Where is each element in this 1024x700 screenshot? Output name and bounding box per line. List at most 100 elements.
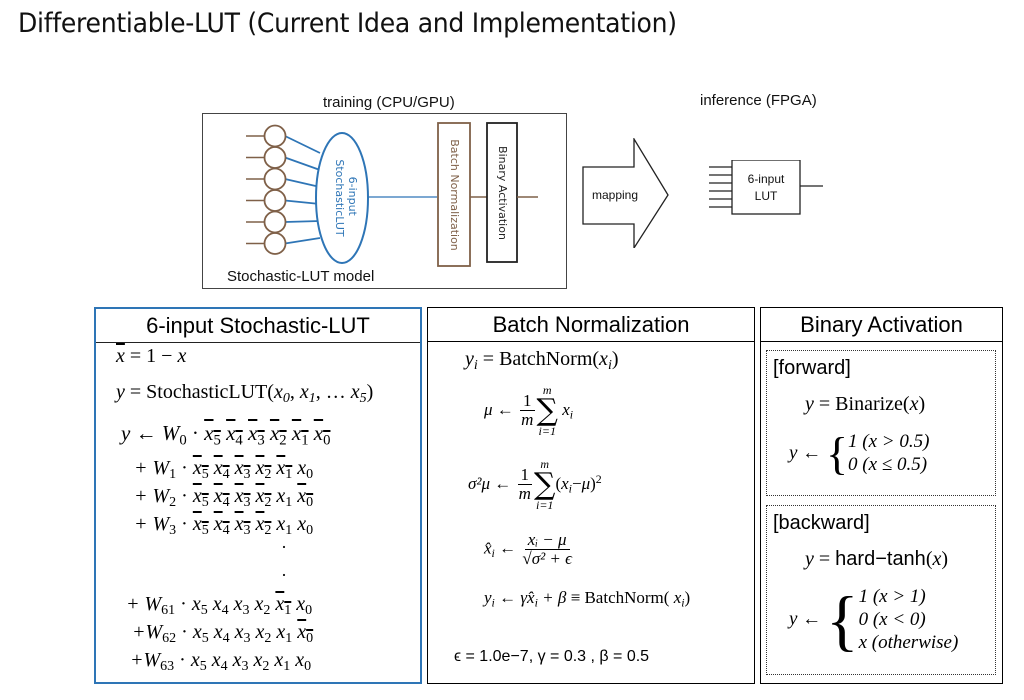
input-var: x1	[276, 621, 293, 647]
input-var: x2	[255, 621, 272, 647]
input-node	[263, 210, 287, 234]
lut-label-line2: LUT	[755, 189, 778, 203]
input-var-complement: x2	[255, 457, 272, 483]
weight-connection	[284, 199, 321, 205]
input-var: x1	[274, 649, 291, 675]
stochastic-lut-panel: 6-input Stochastic-LUT x = 1 − x y = Sto…	[94, 307, 422, 684]
ellipsis-dot-1: ·	[281, 537, 287, 557]
forward-section: [forward] y = Binarize(x) y ← {1 (x > 0.…	[766, 350, 996, 496]
input-var-complement: x4	[213, 513, 230, 539]
batchnorm-definition: yi = BatchNorm(xi)	[465, 348, 619, 374]
input-var-complement: x0	[297, 485, 314, 511]
input-var-complement: x5	[192, 457, 209, 483]
fpga-lut-diagram: 6-input LUT	[709, 160, 823, 215]
backward-label: [backward]	[773, 512, 870, 534]
input-var: x4	[211, 649, 228, 675]
weight-connection	[284, 156, 321, 171]
input-var: x1	[276, 485, 293, 511]
input-node	[263, 232, 287, 255]
binary-activation-label: Binary Activation	[496, 146, 509, 240]
input-node	[263, 167, 287, 191]
weight-connection	[284, 178, 321, 188]
lut-term-row: +W63 · x5 x4 x3 x2 x1 x0	[130, 649, 312, 675]
input-var: x0	[297, 513, 314, 539]
stochastic-lut-definition: y = StochasticLUT(x0, x1, … x5)	[116, 381, 374, 407]
input-node	[263, 189, 287, 212]
backward-case-2: 0 (x < 0)	[858, 608, 926, 630]
input-var-complement: x2	[269, 421, 287, 449]
stochastic-lut-ellipse	[315, 132, 369, 264]
binary-activation-block	[486, 122, 518, 263]
lut-term-row: + W61 · x5 x4 x3 x2 x1 x0	[126, 593, 313, 619]
scale-shift-equation: yi ← γx̂i + β ≡ BatchNorm( xi)	[484, 588, 691, 610]
weight-connection	[284, 237, 321, 245]
input-var-complement: x0	[313, 421, 331, 449]
forward-label: [forward]	[773, 357, 851, 379]
weight-connection	[284, 135, 321, 154]
input-var: x1	[276, 513, 293, 539]
binary-activation-panel-title: Binary Activation	[761, 308, 1002, 342]
binary-activation-panel: Binary Activation [forward] y = Binarize…	[760, 307, 1003, 684]
input-var-complement: x3	[234, 485, 251, 511]
input-var: x0	[297, 457, 314, 483]
input-var: x0	[295, 649, 312, 675]
input-node	[263, 146, 287, 169]
forward-case-1: 1 (x > 0.5)	[848, 431, 930, 453]
inference-label: inference (FPGA)	[700, 92, 817, 109]
input-node	[263, 124, 287, 148]
lut-term-row: +W62 · x5 x4 x3 x2 x1 x0	[132, 621, 314, 647]
input-var: x2	[254, 593, 271, 619]
batch-norm-panel: Batch Normalization yi = BatchNorm(xi) μ…	[427, 307, 755, 684]
input-var-complement: x1	[276, 457, 293, 483]
lut-term-row: + W1 · x5 x4 x3 x2 x1 x0	[134, 457, 314, 483]
forward-case-2: 0 (x ≤ 0.5)	[848, 454, 928, 475]
input-var-complement: x4	[213, 485, 230, 511]
input-var: x3	[233, 593, 250, 619]
input-var-complement: x2	[255, 513, 272, 539]
input-var: x5	[191, 593, 208, 619]
input-var-complement: x3	[234, 457, 251, 483]
model-label: Stochastic-LUT model	[227, 268, 375, 285]
backward-case-1: 1 (x > 1)	[858, 586, 926, 607]
input-var-complement: x5	[204, 421, 221, 449]
batch-norm-block	[437, 122, 471, 267]
input-var-complement: x1	[275, 593, 292, 619]
slide-title: Differentiable-LUT (Current Idea and Imp…	[18, 8, 677, 39]
training-network-diagram: 6-input StochasticLUT Batch Normalizatio…	[246, 122, 538, 267]
backward-section: [backward] y = hard−tanh(x) y ← {1 (x > …	[766, 505, 996, 675]
input-var-complement: x5	[192, 513, 209, 539]
input-var: x3	[232, 649, 249, 675]
batch-norm-panel-title: Batch Normalization	[428, 308, 754, 342]
backward-cases: y ← {1 (x > 1)0 (x < 0)x (otherwise)	[789, 582, 959, 659]
stochastic-lut-label: 6-input StochasticLUT	[333, 159, 359, 237]
lut-block	[731, 160, 801, 215]
mapping-arrow: mapping	[582, 138, 669, 248]
input-var-complement: x2	[255, 485, 272, 511]
backward-definition: y = hard−tanh(x)	[805, 548, 949, 570]
ellipsis-dot-2: ·	[281, 565, 287, 585]
input-var: x0	[296, 593, 313, 619]
training-label: training (CPU/GPU)	[323, 94, 455, 111]
input-var: x5	[192, 621, 209, 647]
input-var: x2	[253, 649, 270, 675]
input-var-complement: x5	[192, 485, 209, 511]
input-var-complement: x4	[213, 457, 230, 483]
training-model-frame	[202, 113, 567, 289]
input-var-complement: x3	[248, 421, 265, 449]
weight-connection	[284, 220, 321, 223]
complement-equation: x = 1 − x	[116, 345, 187, 367]
lut-term-row: + W3 · x5 x4 x3 x2 x1 x0	[134, 513, 314, 539]
input-var: x4	[213, 621, 230, 647]
batch-norm-label: Batch Normalization	[448, 139, 461, 251]
input-var: x3	[234, 621, 251, 647]
input-var-complement: x3	[234, 513, 251, 539]
forward-cases: y ← {1 (x > 0.5)0 (x ≤ 0.5)	[789, 428, 930, 479]
input-var-complement: x1	[291, 421, 309, 449]
lut-term-row: + W2 · x5 x4 x3 x2 x1 x0	[134, 485, 314, 511]
normalize-equation: x̂i ← xᵢ − μ√σ² + ϵ	[484, 530, 572, 568]
batchnorm-params: ϵ = 1.0e−7, γ = 0.3 , β = 0.5	[454, 648, 650, 665]
backward-case-3: x (otherwise)	[858, 631, 959, 653]
forward-definition: y = Binarize(x)	[805, 393, 926, 415]
